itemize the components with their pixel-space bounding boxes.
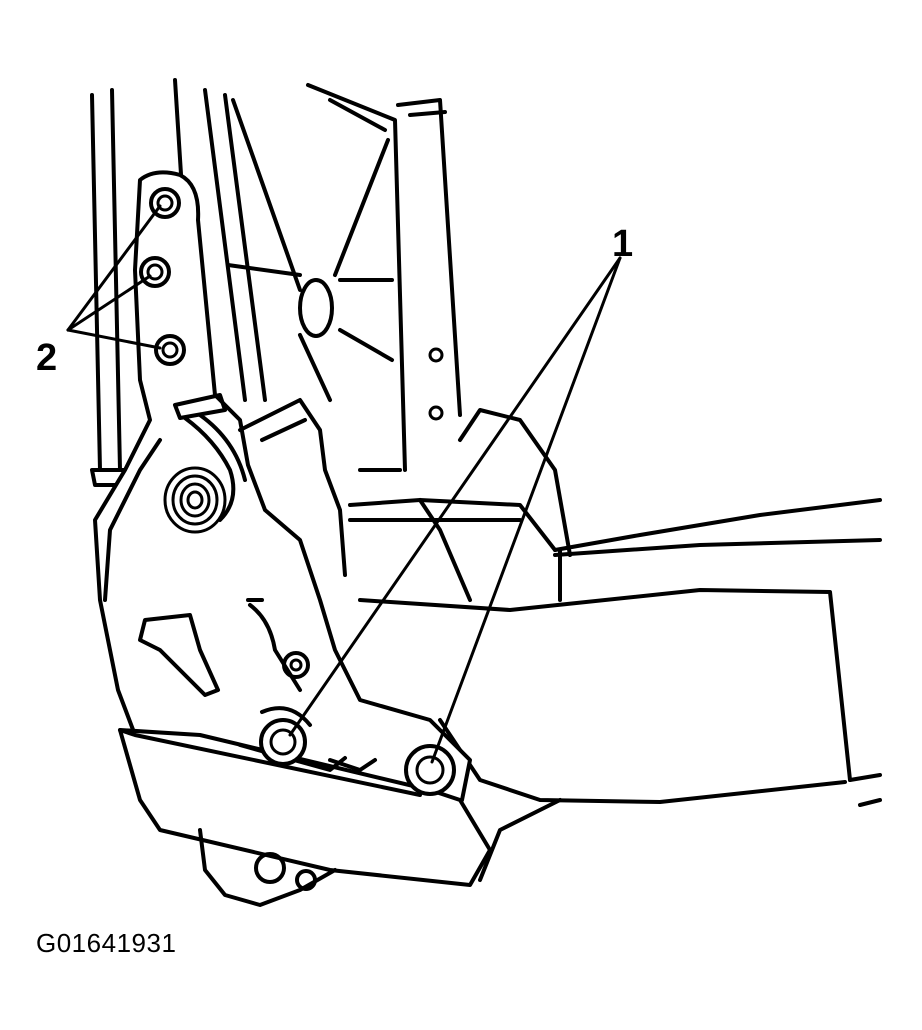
recliner-plate [93, 170, 472, 802]
seat-base-bracket [118, 728, 492, 907]
bolt-upper-2 [139, 256, 171, 288]
bolt-lower-rear [404, 744, 456, 796]
leader-lines-callout-2 [66, 204, 162, 350]
callout-1-label: 1 [612, 223, 633, 265]
bolt-upper-3 [154, 334, 186, 366]
leader-lines-callout-1 [288, 256, 622, 764]
pivot-rivet [282, 651, 310, 679]
seat-back-frame [90, 78, 462, 487]
recliner-spring [163, 393, 347, 577]
frame-hole-upper [428, 347, 444, 363]
figure-id: G01641931 [36, 928, 176, 958]
frame-oval-cutout [298, 278, 334, 338]
callout-2-label: 2 [36, 337, 57, 379]
seat-cushion-frame [348, 408, 882, 882]
frame-hole-lower [428, 405, 444, 421]
